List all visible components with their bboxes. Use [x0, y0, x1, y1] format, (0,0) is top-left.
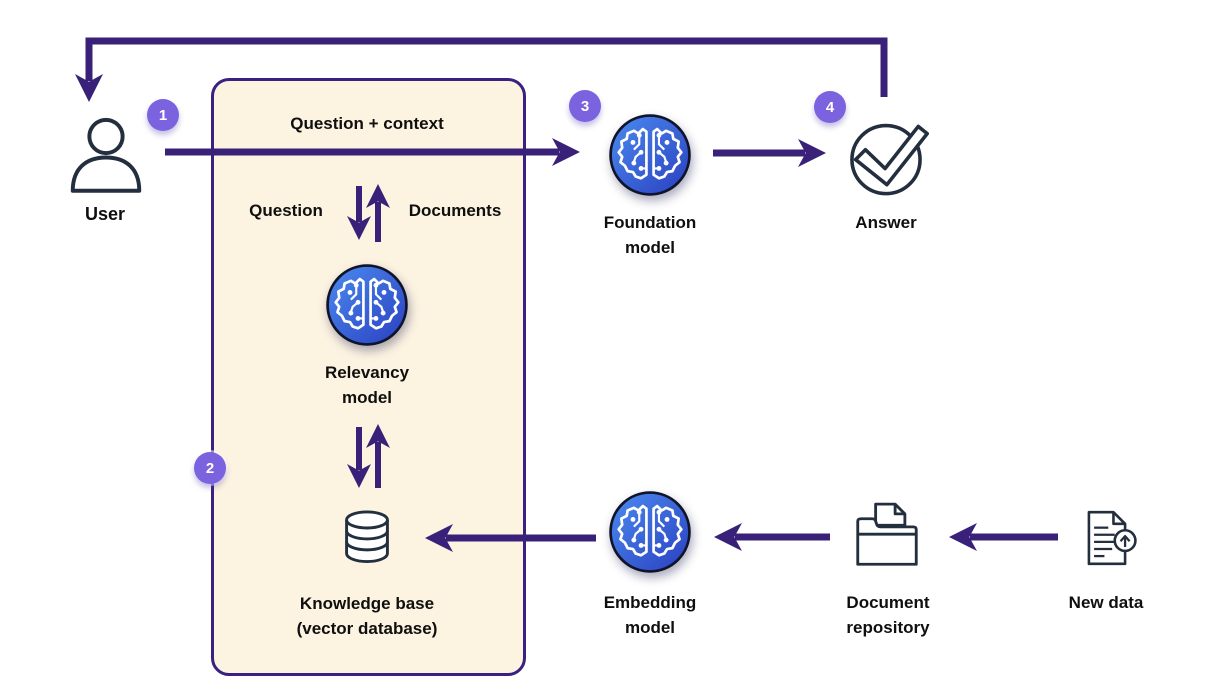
relevancy-model-label-line1: Relevancy [324, 363, 410, 382]
relevancy-model-label: Relevancy model [325, 360, 409, 410]
documents-label: Documents [408, 201, 502, 220]
question-label: Question [249, 201, 323, 220]
brain-circuit-icon [609, 491, 691, 573]
user-icon [70, 117, 142, 193]
folder-document-icon [856, 502, 918, 566]
relevancy-model-label-line2: model [341, 388, 393, 407]
document-repository-label-line2: repository [846, 618, 930, 637]
step-badge-4-number: 4 [825, 98, 835, 116]
foundation-model-label: Foundation model [604, 210, 697, 260]
step-badge-3: 3 [569, 90, 601, 122]
question-context-label: Question + context [290, 114, 444, 133]
step-badge-1-number: 1 [158, 106, 168, 124]
step-badge-4: 4 [814, 91, 846, 123]
brain-circuit-icon [326, 264, 408, 346]
answer-label: Answer [855, 213, 917, 232]
step-badge-2: 2 [194, 452, 226, 484]
database-cylinder-icon [345, 510, 389, 563]
knowledge-base-label-line1: Knowledge base [299, 594, 435, 613]
user-label: User [84, 204, 126, 224]
retrieval-context-box [211, 78, 526, 676]
embedding-model-label: Embedding model [604, 590, 697, 640]
new-data-label: New data [1068, 593, 1144, 612]
document-repository-label-line1: Document [846, 593, 930, 612]
check-circle-icon [850, 123, 929, 196]
document-repository-label: Document repository [846, 590, 929, 640]
knowledge-base-label-line2: (vector database) [296, 619, 438, 638]
brain-circuit-icon [609, 114, 691, 196]
foundation-model-label-line2: model [624, 238, 676, 257]
step-badge-3-number: 3 [580, 97, 590, 115]
embedding-model-label-line2: model [624, 618, 676, 637]
embedding-model-label-line1: Embedding [603, 593, 697, 612]
foundation-model-label-line1: Foundation [603, 213, 697, 232]
step-badge-1: 1 [147, 99, 179, 131]
arrow-answer-to-user [75, 37, 888, 102]
document-upload-icon [1087, 510, 1137, 566]
step-badge-2-number: 2 [205, 459, 215, 477]
knowledge-base-label: Knowledge base (vector database) [297, 591, 438, 641]
